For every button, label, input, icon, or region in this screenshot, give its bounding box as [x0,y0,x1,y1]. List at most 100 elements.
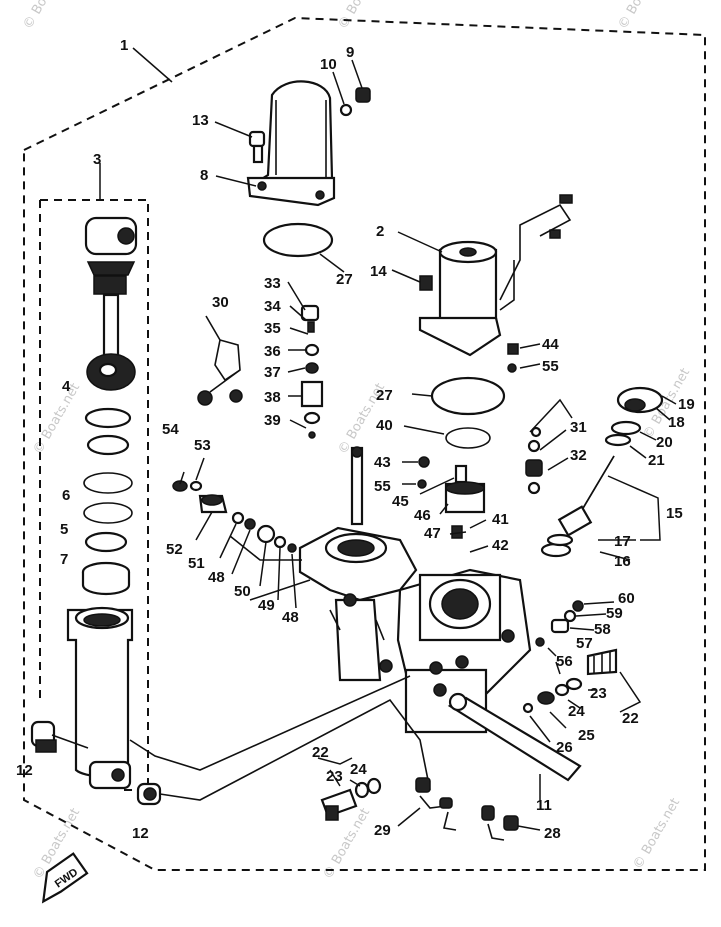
callout-32: 32 [570,447,587,464]
callout-22-lower: 22 [312,744,329,761]
callout-44: 44 [542,336,559,353]
screw-44-washer-55 [507,343,541,373]
callout-53: 53 [194,437,211,454]
leader-27-lower [411,393,433,397]
callout-10: 10 [320,56,337,73]
callout-55-top: 55 [542,358,559,375]
callout-27-lower: 27 [376,387,393,404]
callout-26: 26 [556,739,573,756]
collar-12-right [136,782,162,806]
watermark-bottom-right: © Boats.net [630,796,683,872]
bolt-14 [391,269,433,291]
plug-22-seals-23-24-lower [317,757,382,821]
valve-parts-48-54 [172,457,297,609]
manual-valve-15 [540,455,661,561]
cap-19-seal-18-ring-20-21 [604,386,677,459]
cylinder-body [66,608,134,778]
callout-4: 4 [62,378,71,395]
leader-27-top [319,253,345,273]
callout-13: 13 [192,112,209,129]
o-ring-4a [84,407,132,429]
callout-59: 59 [606,605,623,622]
pin-rod [350,446,364,526]
pump-manifold-body [229,526,532,734]
callout-22-right: 22 [622,710,639,727]
cylinder-top-eye-hole [117,227,135,245]
callout-9: 9 [346,44,354,61]
leader-1 [132,47,173,83]
callout-60: 60 [618,590,635,607]
callout-58: 58 [594,621,611,638]
callout-34: 34 [264,298,281,315]
callout-7: 7 [60,551,68,568]
cylinder-cap-7 [81,572,131,596]
callout-3: 3 [93,151,101,168]
callout-31: 31 [570,419,587,436]
callout-14: 14 [370,263,387,280]
cylinder-lower-eye-hole [111,768,125,782]
callout-19: 19 [678,396,695,413]
valve-stack-33-39 [287,281,324,439]
callout-39: 39 [264,412,281,429]
cylinder-bore-inner [83,613,121,627]
callout-18-upper: 18 [668,414,685,431]
fitting-29 [397,777,457,831]
callout-27-top: 27 [336,271,353,288]
cylinder-lower-eye [88,760,132,790]
callout-48-right: 48 [282,609,299,626]
valve-parts-56-60 [535,600,615,675]
plug-22-seals-23-26-right [522,648,642,743]
callout-51: 51 [188,555,205,572]
callout-2: 2 [376,223,384,240]
callout-labels: 1 2 3 4 5 6 7 8 9 10 11 12 12 13 14 15 1… [16,37,695,842]
callout-23-right: 23 [590,685,607,702]
callout-33: 33 [264,275,281,292]
watermark-top-center: © Boats.net [335,0,388,32]
callout-12-left: 12 [16,762,33,779]
seal-40 [403,425,491,449]
callout-41: 41 [492,511,509,528]
piston-rod [102,293,120,357]
callout-55-mid: 55 [374,478,391,495]
callout-43: 43 [374,454,391,471]
callout-24-right: 24 [568,703,585,720]
callout-20: 20 [656,434,673,451]
bolt-13 [214,121,266,164]
callout-15: 15 [666,505,683,522]
callout-56: 56 [556,653,573,670]
seal-6b [83,502,133,524]
reservoir-cover-8 [246,80,336,207]
callout-42: 42 [492,537,509,554]
trim-motor-2 [397,194,573,357]
callout-24-lower: 24 [350,761,367,778]
o-ring-27-top [262,222,334,258]
callout-40: 40 [376,417,393,434]
watermark-top-right: © Boats.net [615,0,668,32]
o-ring-4b [86,434,130,456]
fwd-arrow-icon: FWD [41,852,89,904]
valve-parts-31-32 [525,398,573,495]
callout-1: 1 [120,37,128,54]
callout-28: 28 [544,825,561,842]
callout-6: 6 [62,487,70,504]
callout-5: 5 [60,521,68,538]
callout-23-lower: 23 [326,768,343,785]
callout-52: 52 [166,541,183,558]
plug-9-and-seal-10 [332,59,371,117]
fitting-28 [481,805,541,841]
callout-25: 25 [578,727,595,744]
rod-collar [93,275,127,295]
callout-16: 16 [614,553,631,570]
callout-12-bottom: 12 [132,825,149,842]
assembly-1-boundary [23,16,706,871]
callout-38: 38 [264,389,281,406]
cylinder-top-eye [84,216,138,256]
callout-17: 17 [614,533,631,550]
callout-57: 57 [576,635,593,652]
callout-30: 30 [212,294,229,311]
watermark-left-mid: © Boats.net [30,381,83,457]
tilt-cylinder-assembly [66,216,138,790]
callout-37: 37 [264,364,281,381]
piston-center [98,362,118,378]
